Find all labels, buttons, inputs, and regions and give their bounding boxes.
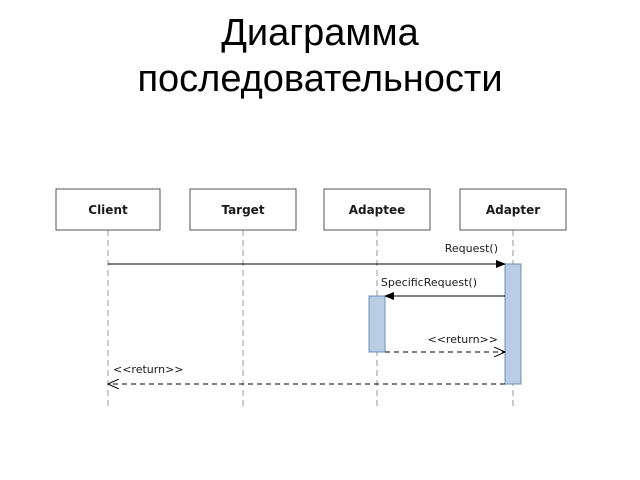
participant-target: Target	[189, 188, 297, 231]
activation-adapter	[504, 263, 522, 385]
participant-client: Client	[55, 188, 161, 231]
message-specific-request-label: SpecificRequest()	[381, 276, 477, 289]
slide-title: Диаграмма последовательности	[0, 10, 640, 102]
participant-adaptee: Adaptee	[323, 188, 431, 231]
slide-title-line-2: последовательности	[137, 58, 503, 100]
participant-adapter: Adapter	[459, 188, 567, 231]
activation-adaptee	[368, 295, 386, 353]
message-request-label: Request()	[445, 242, 498, 255]
participant-client-label: Client	[88, 203, 128, 217]
slide-title-line-1: Диаграмма	[221, 12, 419, 54]
participant-target-label: Target	[221, 203, 264, 217]
participant-adapter-label: Adapter	[486, 203, 540, 217]
message-return-client-label: <<return>>	[113, 363, 184, 376]
message-return-adaptee-label: <<return>>	[427, 333, 498, 346]
participant-adaptee-label: Adaptee	[349, 203, 406, 217]
